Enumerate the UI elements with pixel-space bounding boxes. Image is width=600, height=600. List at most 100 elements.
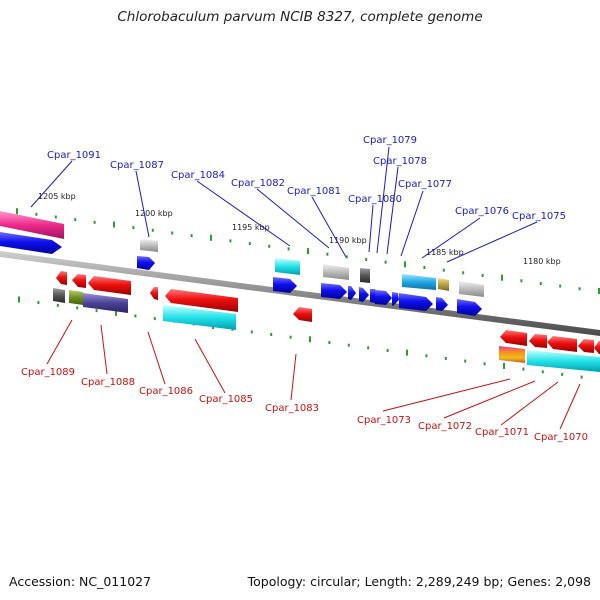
tick-mark	[95, 309, 98, 313]
gene-cpar-1086[interactable]	[150, 287, 158, 300]
tick-mark	[423, 266, 426, 269]
gene-cpar-1070[interactable]	[594, 341, 600, 354]
label-cpar-1076[interactable]: Cpar_1076	[455, 206, 509, 217]
tick-mark	[444, 357, 447, 360]
gene-cpar-1080[interactable]	[348, 286, 356, 300]
tick-mark	[522, 367, 525, 371]
gene-cpar-1071[interactable]	[527, 350, 600, 372]
gene-cpar-1088[interactable]	[69, 290, 83, 305]
gene-cpar-1088-b[interactable]	[83, 293, 128, 313]
tick-mark	[559, 284, 562, 288]
label-cpar-1091[interactable]: Cpar_1091	[47, 150, 101, 161]
label-cpar-1075[interactable]: Cpar_1075	[512, 211, 566, 222]
tick-mark	[462, 271, 465, 275]
tick-mark	[307, 248, 309, 255]
tick-label-1190: 1190 kbp	[329, 236, 367, 245]
tick-mark	[268, 244, 271, 248]
label-cpar-1071[interactable]: Cpar_1071	[475, 427, 529, 438]
gene-cpar-1075-b[interactable]	[457, 299, 482, 316]
tick-mark	[93, 220, 96, 224]
gene-cpar-1082-b[interactable]	[321, 283, 347, 299]
gene-cpar-1091[interactable]	[0, 211, 64, 239]
label-cpar-1082[interactable]: Cpar_1082	[231, 178, 285, 189]
gene-cpar-1076[interactable]	[438, 278, 449, 291]
label-cpar-1083[interactable]: Cpar_1083	[265, 403, 319, 414]
tick-label-1200: 1200 kbp	[135, 209, 173, 218]
tick-mark	[481, 274, 484, 277]
gene-cpar-1078[interactable]	[375, 290, 392, 305]
label-cpar-1086[interactable]: Cpar_1086	[139, 386, 193, 397]
label-cpar-1087[interactable]: Cpar_1087	[110, 160, 164, 171]
tick-mark	[18, 296, 20, 303]
tick-mark	[520, 279, 523, 283]
label-cpar-1084[interactable]: Cpar_1084	[171, 170, 225, 181]
gene-cpar-1072[interactable]	[529, 334, 547, 348]
gene-cpar-1088-a[interactable]	[88, 276, 131, 295]
tick-mark	[35, 212, 38, 216]
gene-cpar-1078-b[interactable]	[392, 292, 399, 306]
tick-mark	[541, 370, 544, 374]
tick-mark	[270, 333, 273, 336]
forward-leader-lines	[30, 146, 538, 263]
label-cpar-1072[interactable]: Cpar_1072	[418, 421, 472, 432]
label-cpar-1081[interactable]: Cpar_1081	[287, 186, 341, 197]
gene-cpar-1089-b[interactable]	[72, 274, 86, 288]
reverse-leader-lines	[46, 319, 581, 430]
gene-cpar-1080-b[interactable]	[359, 287, 369, 302]
gene-cpar-1084-b[interactable]	[273, 277, 297, 293]
tick-mark	[115, 309, 117, 316]
tick-mark	[56, 303, 59, 307]
gene-cpar-1084[interactable]	[275, 258, 300, 275]
tick-mark	[190, 234, 193, 238]
tick-mark	[16, 208, 18, 215]
label-cpar-1078[interactable]: Cpar_1078	[373, 156, 427, 167]
tick-mark	[151, 228, 154, 232]
tick-mark	[501, 274, 503, 281]
tick-mark	[132, 226, 135, 230]
tick-mark	[425, 354, 428, 358]
tick-mark	[442, 268, 445, 272]
gene-cpar-1087-b[interactable]	[137, 256, 155, 270]
gene-cpar-1073-a[interactable]	[500, 330, 527, 346]
label-cpar-1089[interactable]: Cpar_1089	[21, 367, 75, 378]
tick-mark	[37, 301, 40, 305]
gene-cpar-1070-a[interactable]	[578, 339, 594, 353]
gene-cpar-1089-c[interactable]	[53, 288, 65, 303]
tick-mark	[134, 314, 137, 318]
tick-mark	[76, 306, 79, 310]
label-cpar-1073[interactable]: Cpar_1073	[357, 415, 411, 426]
label-cpar-1085[interactable]: Cpar_1085	[199, 394, 253, 405]
tick-mark	[406, 349, 408, 356]
gene-cpar-1083[interactable]	[293, 307, 312, 322]
forward-genes	[0, 211, 484, 316]
tick-mark	[365, 258, 368, 261]
gene-cpar-1087[interactable]	[140, 239, 158, 252]
tick-mark	[404, 261, 406, 268]
gene-cpar-1073[interactable]	[499, 346, 525, 363]
label-cpar-1080[interactable]: Cpar_1080	[348, 194, 402, 205]
gene-cpar-1085-a[interactable]	[165, 289, 238, 312]
label-cpar-1077[interactable]: Cpar_1077	[398, 179, 452, 190]
gene-cpar-1076-b[interactable]	[436, 297, 448, 311]
tick-label-1185: 1185 kbp	[426, 248, 464, 257]
tick-mark	[580, 375, 583, 379]
tick-mark	[328, 341, 331, 344]
gene-cpar-1081[interactable]	[360, 268, 370, 283]
gene-cpar-1077-b[interactable]	[399, 293, 433, 311]
label-cpar-1070[interactable]: Cpar_1070	[534, 432, 588, 443]
accession-label: Accession: NC_011027	[9, 574, 152, 589]
gene-cpar-1085[interactable]	[163, 305, 236, 330]
gene-cpar-1091-b[interactable]	[0, 232, 62, 254]
tick-mark	[347, 343, 350, 347]
tick-mark	[561, 372, 564, 376]
gene-cpar-1077[interactable]	[402, 274, 436, 290]
tick-mark	[248, 242, 251, 246]
gene-cpar-1075[interactable]	[459, 281, 484, 297]
tick-mark	[503, 362, 505, 369]
label-cpar-1079[interactable]: Cpar_1079	[363, 135, 417, 146]
gene-cpar-1089-a[interactable]	[56, 271, 67, 285]
gene-cpar-1082[interactable]	[323, 264, 349, 280]
label-cpar-1088[interactable]: Cpar_1088	[81, 377, 135, 388]
gene-cpar-1071-a[interactable]	[547, 336, 577, 352]
tick-mark	[153, 317, 156, 321]
